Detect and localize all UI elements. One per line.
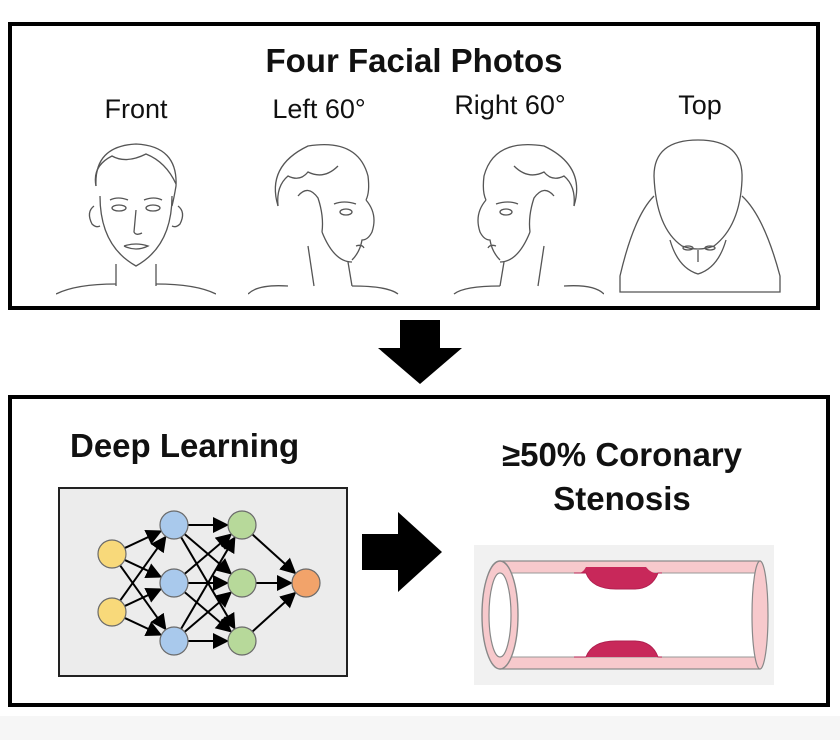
- nn-node-layer-2: [227, 568, 257, 598]
- stenosis-title-line2: Stenosis: [553, 480, 691, 517]
- nn-edge: [119, 535, 167, 602]
- coronary-vessel-illustration: [474, 545, 774, 685]
- left-face-sketch: [248, 143, 399, 295]
- view-label-front: Front: [104, 94, 168, 124]
- view-label-right: Right 60°: [454, 90, 566, 120]
- nn-node-layer-1: [159, 568, 189, 598]
- top-face-sketch: [619, 139, 781, 293]
- nn-edge: [124, 530, 163, 549]
- nn-edge: [251, 533, 297, 575]
- nn-edge: [124, 617, 163, 636]
- deep-learning-title: Deep Learning: [70, 427, 300, 464]
- nn-edge: [180, 536, 236, 630]
- footer-strip: [0, 716, 840, 740]
- view-label-top: Top: [678, 90, 722, 120]
- stenosis-title-line1: ≥50% Coronary: [501, 436, 743, 473]
- nn-edge: [184, 591, 233, 633]
- neural-network-icon: [97, 510, 321, 656]
- nn-node-layer-0: [97, 597, 127, 627]
- right-face-sketch: [453, 143, 604, 295]
- panel-title: Four Facial Photos: [265, 42, 563, 79]
- nn-node-layer-2: [227, 626, 257, 656]
- right-arrow-icon: [362, 512, 442, 592]
- view-label-left: Left 60°: [272, 94, 366, 124]
- front-face-sketch: [56, 143, 216, 295]
- prediction-panel: Deep Learning ≥50% Coronary Stenosis: [8, 395, 830, 707]
- down-arrow-icon: [378, 320, 462, 384]
- nn-node-layer-0: [97, 539, 127, 569]
- nn-node-layer-1: [159, 626, 189, 656]
- neural-network-diagram: [58, 487, 348, 677]
- nn-node-layer-3: [291, 568, 321, 598]
- nn-edge: [124, 588, 163, 607]
- nn-node-layer-1: [159, 510, 189, 540]
- nn-edge: [251, 591, 297, 633]
- facial-photos-panel: Four Facial Photos Front Left 60° Right …: [8, 22, 820, 310]
- stenosis-title: ≥50% Coronary Stenosis: [452, 433, 792, 521]
- nn-node-layer-2: [227, 510, 257, 540]
